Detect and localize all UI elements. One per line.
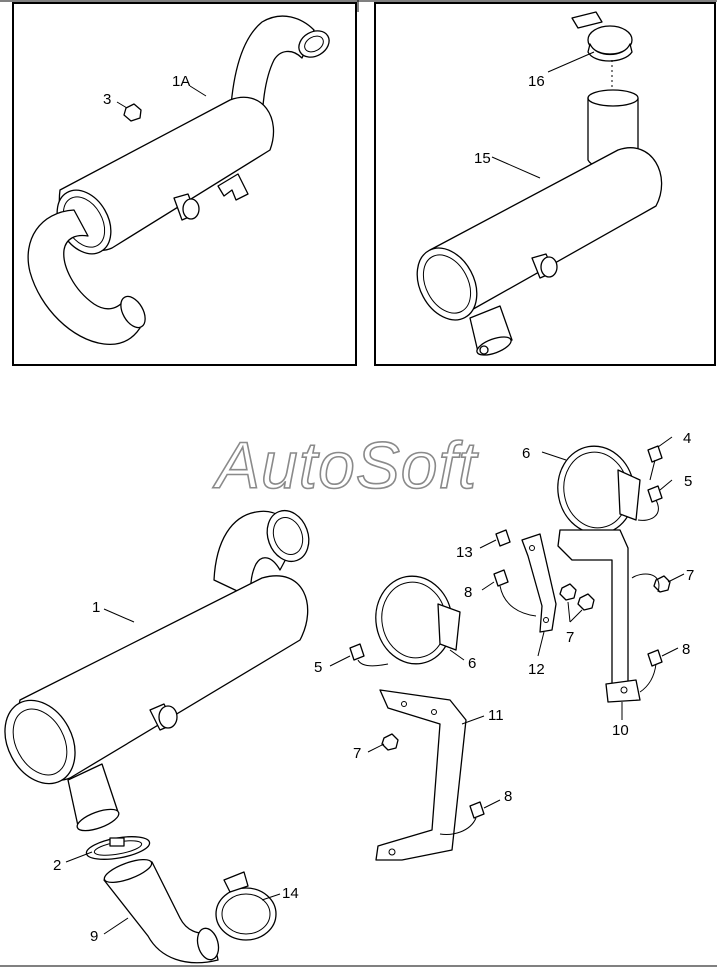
callout-11: 11 [488,707,504,724]
panel-frame-right [374,2,716,366]
callout-12: 12 [528,661,545,678]
callout-1: 1 [92,599,100,616]
mount-bracket [217,173,249,201]
callout-7-mid: 7 [566,629,574,646]
callout-6-lower: 6 [468,655,476,672]
muffler-inlet-neck-end [76,808,120,832]
bolt-part-13 [495,529,511,547]
callout-5-right: 5 [684,473,692,490]
panel-muffler-15: 16 15 [374,2,716,366]
callout-8-right: 8 [682,641,690,658]
muffler-end-cap [416,247,478,321]
nut-part-7-mid-b [577,593,595,611]
callout-10: 10 [612,722,629,739]
callout-16: 16 [528,73,545,90]
bolt-part-8-low [469,801,485,819]
panel-muffler-1a: 1A 3 [12,2,357,366]
callout-2: 2 [53,857,61,874]
hose-clamp-part-2 [85,836,151,860]
bolt-part-5-upper [647,485,663,503]
callout-9: 9 [90,928,98,945]
callout-7-right: 7 [686,567,694,584]
callout-15: 15 [474,150,491,167]
stack-pipe-top [587,89,639,107]
mount-bracket-part-11 [375,689,467,861]
callout-1a: 1A [172,73,190,90]
callout-8-low: 8 [504,788,512,805]
muffler-side-stub-end [158,705,178,729]
callout-14: 14 [282,885,299,902]
hose-clamp-screw [109,837,125,847]
callout-8-mid: 8 [464,584,472,601]
callout-13: 13 [456,544,473,561]
mount-bracket-foot-10 [605,679,641,703]
callout-3-top: 3 [103,91,111,108]
rain-cap-flap [571,11,603,29]
nut-part-7-low [381,733,399,751]
callout-7-low: 7 [353,745,361,762]
nut-part-3 [123,103,142,122]
elbow-pipe-lower [27,209,141,346]
elbow-tube-side-end [196,927,220,961]
strap-clamp-lower-lug [437,603,461,651]
assembly-exploded-view: 1 2 9 14 4 5 6 7 8 10 13 8 7 12 5 6 7 11… [4,430,694,964]
nut-part-7-mid-a [559,583,577,601]
bolt-part-4 [647,445,663,463]
muffler-elbow-top-end [266,509,310,563]
callout-5-left: 5 [314,659,322,676]
callout-4: 4 [683,430,691,447]
rain-cap-band [587,43,633,62]
muffler-front-cap [4,699,76,785]
inlet-clamp-bolt [479,345,489,355]
bolt-part-5-lower [349,643,365,661]
side-outlet-stub-15-end [540,256,558,278]
elbow-pipe-end [120,295,146,329]
bolt-part-8-mid [493,569,509,587]
elbow-tube-top-end [103,858,153,884]
elbow-tube-part-9 [103,861,219,964]
panel-frame-left [12,2,357,366]
callout-6-upper: 6 [522,445,530,462]
side-outlet-stub-end [182,198,200,220]
bolt-part-8-right [647,649,663,667]
strap-clamp-upper-lug [617,469,641,521]
watermark-text: AutoSoft [212,428,479,502]
band-clamp-latch [223,871,249,893]
band-clamp-part-14 [215,887,277,941]
support-bracket-part-12 [521,533,557,633]
